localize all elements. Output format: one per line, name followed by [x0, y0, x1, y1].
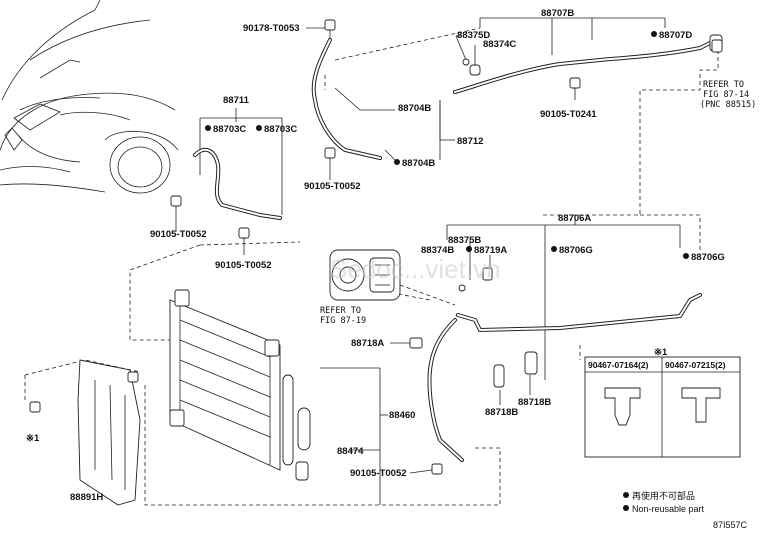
- refer-to-88515-line3: (PNC 88515): [700, 100, 756, 110]
- car-front-illustration: [0, 0, 179, 194]
- oring-88375b: [458, 284, 466, 292]
- label-mark1-box: ※1: [654, 347, 668, 358]
- label-88706a: 88706A: [558, 213, 591, 224]
- label-88711: 88711: [223, 95, 250, 106]
- label-88707b: 88707B: [541, 8, 574, 19]
- legend-dot-en: [623, 505, 629, 511]
- clip-mark1-part: [29, 401, 41, 413]
- fitting-ref-88515: [711, 39, 723, 53]
- label-88719a: 88719A: [474, 245, 507, 256]
- receiver-88474: [295, 407, 311, 481]
- refer-to-88515-line1: REFER TO: [703, 80, 744, 90]
- label-88703c-b: 88703C: [264, 124, 297, 135]
- label-90105-t0052-a: 90105-T0052: [304, 181, 361, 192]
- pipe-88712: [311, 38, 382, 160]
- dash-line: [334, 27, 481, 61]
- label-88460: 88460: [389, 410, 415, 421]
- clamp-88718b-b: [524, 351, 538, 375]
- clip-90467-07164: [604, 387, 641, 426]
- label-88703c-a: 88703C: [213, 124, 246, 135]
- condenser-88460: [169, 289, 294, 471]
- label-90105-t0241: 90105-T0241: [540, 109, 597, 120]
- label-90178-t0053: 90178-T0053: [243, 23, 300, 34]
- clamp-88718a: [409, 337, 423, 349]
- bolt-90105-t0052-c: [238, 227, 250, 239]
- refer-to-88515-line2: FIG 87-14: [703, 90, 749, 100]
- label-88474: 88474: [337, 446, 364, 457]
- label-88374c: 88374C: [483, 39, 516, 50]
- label-mark1-part: ※1: [26, 433, 40, 444]
- label-88375b: 88375B: [448, 235, 481, 246]
- compressor: [329, 249, 401, 301]
- oring-88375d: [462, 58, 470, 66]
- pipe-88706a: [427, 293, 702, 462]
- clip-90467-07215: [681, 387, 721, 423]
- pipe-88707b: [453, 40, 714, 94]
- label-88704b-a: 88704B: [398, 103, 431, 114]
- label-90105-t0052-b: 90105-T0052: [150, 229, 207, 240]
- legend-dot-jp: [623, 492, 629, 498]
- label-clip-90467-07215: 90467-07215(2): [665, 360, 726, 370]
- label-88891h: 88891H: [70, 492, 103, 503]
- pipe-88711: [193, 147, 282, 220]
- label-90105-t0052-d: 90105-T0052: [350, 468, 407, 479]
- label-88707d: 88707D: [659, 30, 692, 41]
- label-88718b-b: 88718B: [518, 397, 551, 408]
- label-88718a: 88718A: [351, 338, 384, 349]
- label-88706g-b: 88706G: [691, 252, 725, 263]
- bolt-90105-t0052-a: [324, 147, 336, 159]
- label-88718b-a: 88718B: [485, 407, 518, 418]
- label-88704b-b: 88704B: [402, 158, 435, 169]
- shield-88891h: [77, 359, 141, 506]
- valve-88374c: [469, 64, 481, 76]
- clamp-88718b-a: [493, 364, 505, 388]
- cap-88719a: [482, 267, 493, 281]
- label-90105-t0052-c: 90105-T0052: [215, 260, 272, 271]
- refer-to-87-19-line2: FIG 87-19: [320, 316, 366, 326]
- diagram-code: 87I557C: [713, 520, 748, 530]
- clip-detail-box: [584, 356, 741, 458]
- refer-to-87-19-line1: REFER TO: [320, 306, 361, 316]
- label-88374b: 88374B: [421, 245, 454, 256]
- label-88375d: 88375D: [457, 30, 490, 41]
- legend-en-text: Non-reusable part: [632, 504, 705, 514]
- bolt-90105-t0241: [569, 77, 581, 89]
- label-clip-90467-07164: 90467-07164(2): [588, 360, 649, 370]
- bolt-90105-t0052-b: [170, 195, 182, 207]
- label-88706g-a: 88706G: [559, 245, 593, 256]
- label-88712: 88712: [457, 136, 483, 147]
- bolt-90178: [324, 19, 336, 38]
- bolt-90105-t0052-d: [431, 463, 443, 475]
- legend-jp-text: 再使用不可部品: [632, 490, 695, 501]
- watermark: Sedoc...viet.vn: [330, 254, 501, 284]
